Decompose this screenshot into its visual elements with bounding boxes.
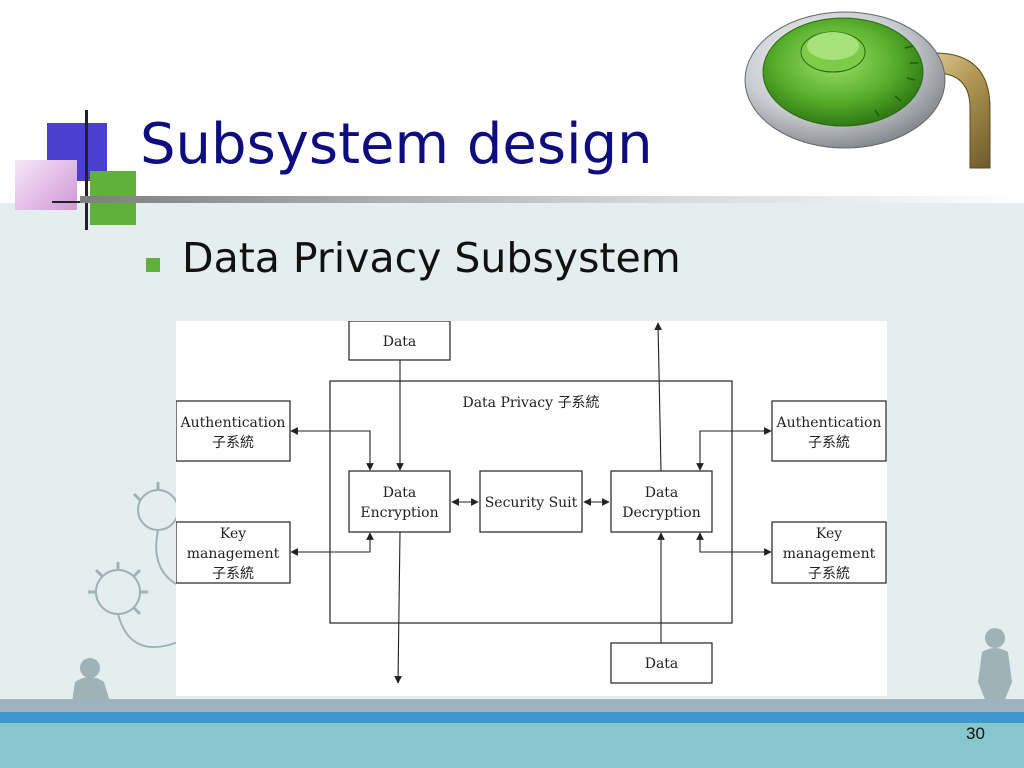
- node-key-left-line1: Key: [220, 526, 246, 542]
- node-encryption-line2: Encryption: [360, 505, 438, 521]
- footer-band-grey: [0, 699, 1024, 712]
- node-key-left: Key management 子系統: [176, 521, 291, 584]
- node-auth-right: Authentication 子系統: [771, 400, 887, 462]
- node-key-left-line2: management: [187, 546, 280, 562]
- node-auth-right-line2: 子系統: [808, 435, 850, 451]
- edge-auth-left-encryption: [290, 427, 374, 471]
- frame-label: Data Privacy 子系統: [462, 395, 599, 411]
- node-key-right-line2: management: [783, 546, 876, 562]
- bullet-text: Data Privacy Subsystem: [182, 234, 681, 282]
- subsystem-frame: [329, 380, 733, 624]
- node-data-encryption: Data Encryption: [348, 470, 451, 533]
- node-security-label: Security Suit: [485, 495, 578, 511]
- node-auth-left: Authentication 子系統: [176, 400, 291, 462]
- node-auth-left-line2: 子系統: [212, 435, 254, 451]
- node-encryption-line1: Data: [383, 485, 417, 501]
- title-rule: [80, 196, 1024, 203]
- node-key-right-line1: Key: [816, 526, 842, 542]
- node-auth-left-line1: Authentication: [180, 415, 286, 431]
- deco-line-vertical: [85, 110, 88, 230]
- node-data-decryption: Data Decryption: [610, 470, 713, 533]
- node-data-input: Data: [348, 321, 451, 361]
- node-data-input-label: Data: [383, 334, 417, 350]
- slide-title: Subsystem design: [140, 112, 653, 177]
- node-key-right-line3: 子系統: [808, 566, 850, 582]
- node-decryption-line2: Decryption: [622, 505, 700, 521]
- edge-auth-right-decryption: [696, 427, 772, 471]
- footer-band-blue: [0, 712, 1024, 723]
- node-security-suit: Security Suit: [479, 470, 583, 533]
- node-key-right: Key management 子系統: [771, 521, 887, 584]
- page-number: 30: [966, 724, 985, 743]
- padlock-icon: [744, 11, 991, 169]
- edge-key-left-encryption: [290, 532, 374, 556]
- edge-key-right-decryption: [696, 532, 772, 556]
- edge-encryption-output: [394, 531, 402, 684]
- edge-decryption-output: [654, 322, 662, 472]
- node-decryption-line1: Data: [645, 485, 679, 501]
- bullet-square-icon: [146, 258, 160, 272]
- node-key-left-line3: 子系統: [212, 566, 254, 582]
- node-auth-right-line1: Authentication: [776, 415, 882, 431]
- node-data-bottom: Data: [610, 642, 713, 684]
- footer-band-teal: [0, 723, 1024, 768]
- data-privacy-diagram: Data Privacy 子系統 Data Authentication 子系統…: [176, 321, 887, 696]
- node-data-bottom-label: Data: [645, 656, 679, 672]
